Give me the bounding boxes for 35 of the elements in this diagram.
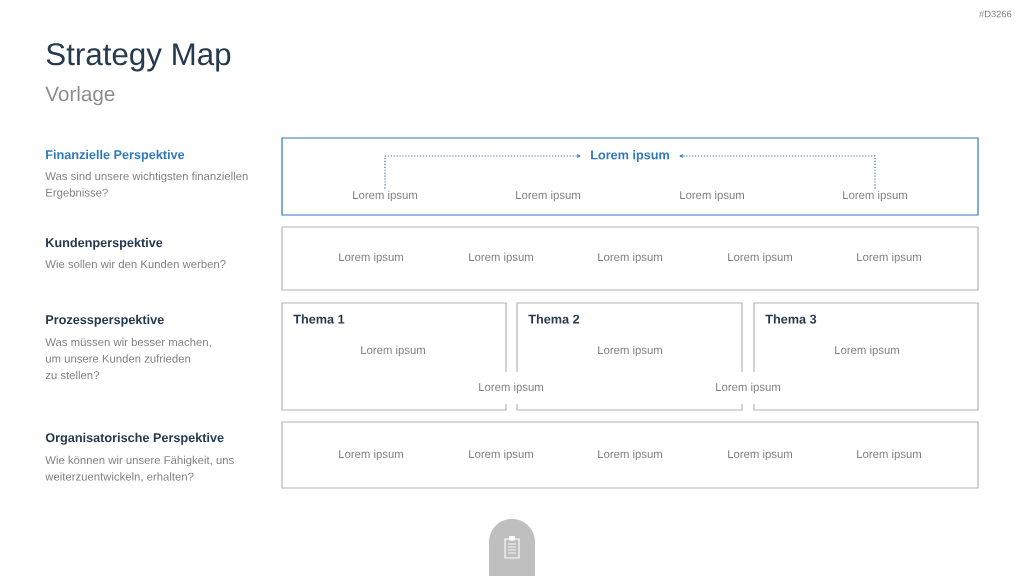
subtitle: Vorlage <box>45 86 115 106</box>
band-box <box>281 137 979 216</box>
item-label: Lorem ipsum <box>680 190 744 202</box>
item-label: Lorem ipsum <box>843 190 907 202</box>
item-label: Lorem ipsum <box>339 449 403 461</box>
item-label: Lorem ipsum <box>475 372 547 404</box>
row-heading: Finanzielle Perspektive <box>46 149 185 162</box>
item-label: Lorem ipsum <box>728 252 792 264</box>
box-heading: Thema 3 <box>765 314 817 324</box>
title: Strategy Map <box>46 43 231 72</box>
item-label: Lorem ipsum <box>598 252 662 264</box>
item-label: Lorem ipsum <box>712 372 784 404</box>
row-heading: Kundenperspektive <box>46 237 163 250</box>
row-heading: Organisatorische Perspektive <box>45 432 224 445</box>
item-label: Lorem ipsum <box>598 345 662 357</box>
item-label: Lorem ipsum <box>857 449 921 461</box>
item-label: Lorem ipsum <box>361 345 425 357</box>
code-label: #D3266 <box>979 10 1012 18</box>
question-text: Was müssen wir besser machen, um unsere Kunden zufrieden zu stellen? <box>45 337 211 380</box>
box-heading: Thema 2 <box>528 314 580 324</box>
item-label: Lorem ipsum <box>516 190 580 202</box>
item-label: Lorem ipsum <box>339 252 403 264</box>
box-heading: Thema 1 <box>293 314 345 324</box>
goal-label: Lorem ipsum <box>591 150 669 162</box>
item-label: Lorem ipsum <box>728 449 792 461</box>
question-text: Was sind unsere wichtigsten finanziellen Ergebnisse? <box>45 171 248 199</box>
item-label: Lorem ipsum <box>857 252 921 264</box>
question-text: Wie sollen wir den Kunden werben? <box>45 259 226 269</box>
question-text: Wie können wir unsere Fähigkeit, uns weiterzuentwickeln, erhalten? <box>45 455 234 482</box>
item-label: Lorem ipsum <box>469 449 533 461</box>
item-label: Lorem ipsum <box>598 449 662 461</box>
row-heading: Prozessperspektive <box>46 314 164 327</box>
item-label: Lorem ipsum <box>353 190 417 202</box>
item-label: Lorem ipsum <box>835 345 899 357</box>
item-label: Lorem ipsum <box>469 252 533 264</box>
